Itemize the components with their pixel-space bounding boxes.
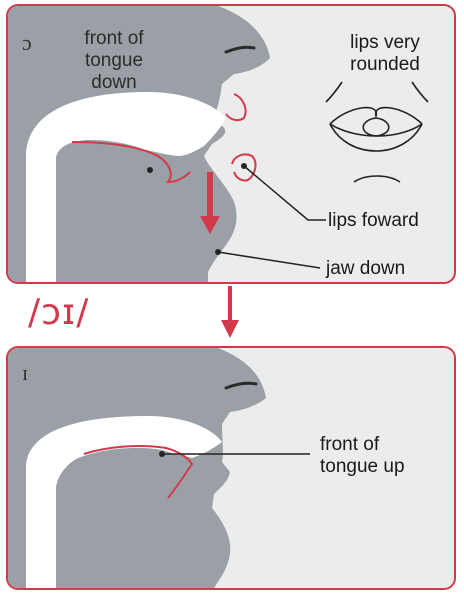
label-line: tongue	[84, 50, 144, 71]
label-line: tongue up	[320, 456, 405, 477]
lower-lip-outline	[231, 153, 257, 182]
label-lips-very-rounded: lips very rounded	[326, 32, 444, 76]
head-profile-open-illustration	[8, 6, 429, 282]
label-line: down	[91, 72, 137, 93]
pointer-lips-forward	[243, 165, 326, 221]
tongue-outline	[71, 141, 191, 184]
label-jaw-down: jaw down	[326, 258, 406, 279]
label-line: rounded	[350, 54, 420, 75]
head-profile-close-illustration	[8, 348, 310, 588]
label-front-of-tongue-up: front of tongue up	[320, 434, 405, 478]
diphthong-symbol: /ɔɪ/	[28, 292, 90, 333]
top-diagram-panel: ɔ front of tongue down lips very rounded…	[6, 4, 456, 284]
oral-cavity	[26, 92, 226, 282]
label-front-of-tongue-down: front of tongue down	[66, 28, 162, 94]
eyebrow-mark	[224, 45, 256, 54]
tongue-outline	[83, 445, 194, 499]
eyebrow-mark	[224, 381, 258, 390]
pointer-jaw-down	[217, 251, 321, 269]
transition-arrow-icon	[221, 286, 239, 338]
label-lips-forward: lips foward	[328, 210, 419, 231]
phoneme-symbol-small-i: ɪ	[22, 360, 29, 385]
phoneme-symbol-open-o: ɔ	[22, 30, 32, 55]
label-line: front of	[320, 434, 380, 455]
label-line: lips very	[350, 32, 420, 53]
oral-cavity	[26, 416, 222, 588]
upper-lip-outline	[225, 93, 247, 122]
bottom-diagram-panel: ɪ front of tongue up	[6, 346, 456, 590]
label-line: front of	[84, 28, 144, 49]
tongue	[56, 447, 204, 588]
rounded-lips-icon	[325, 81, 429, 183]
